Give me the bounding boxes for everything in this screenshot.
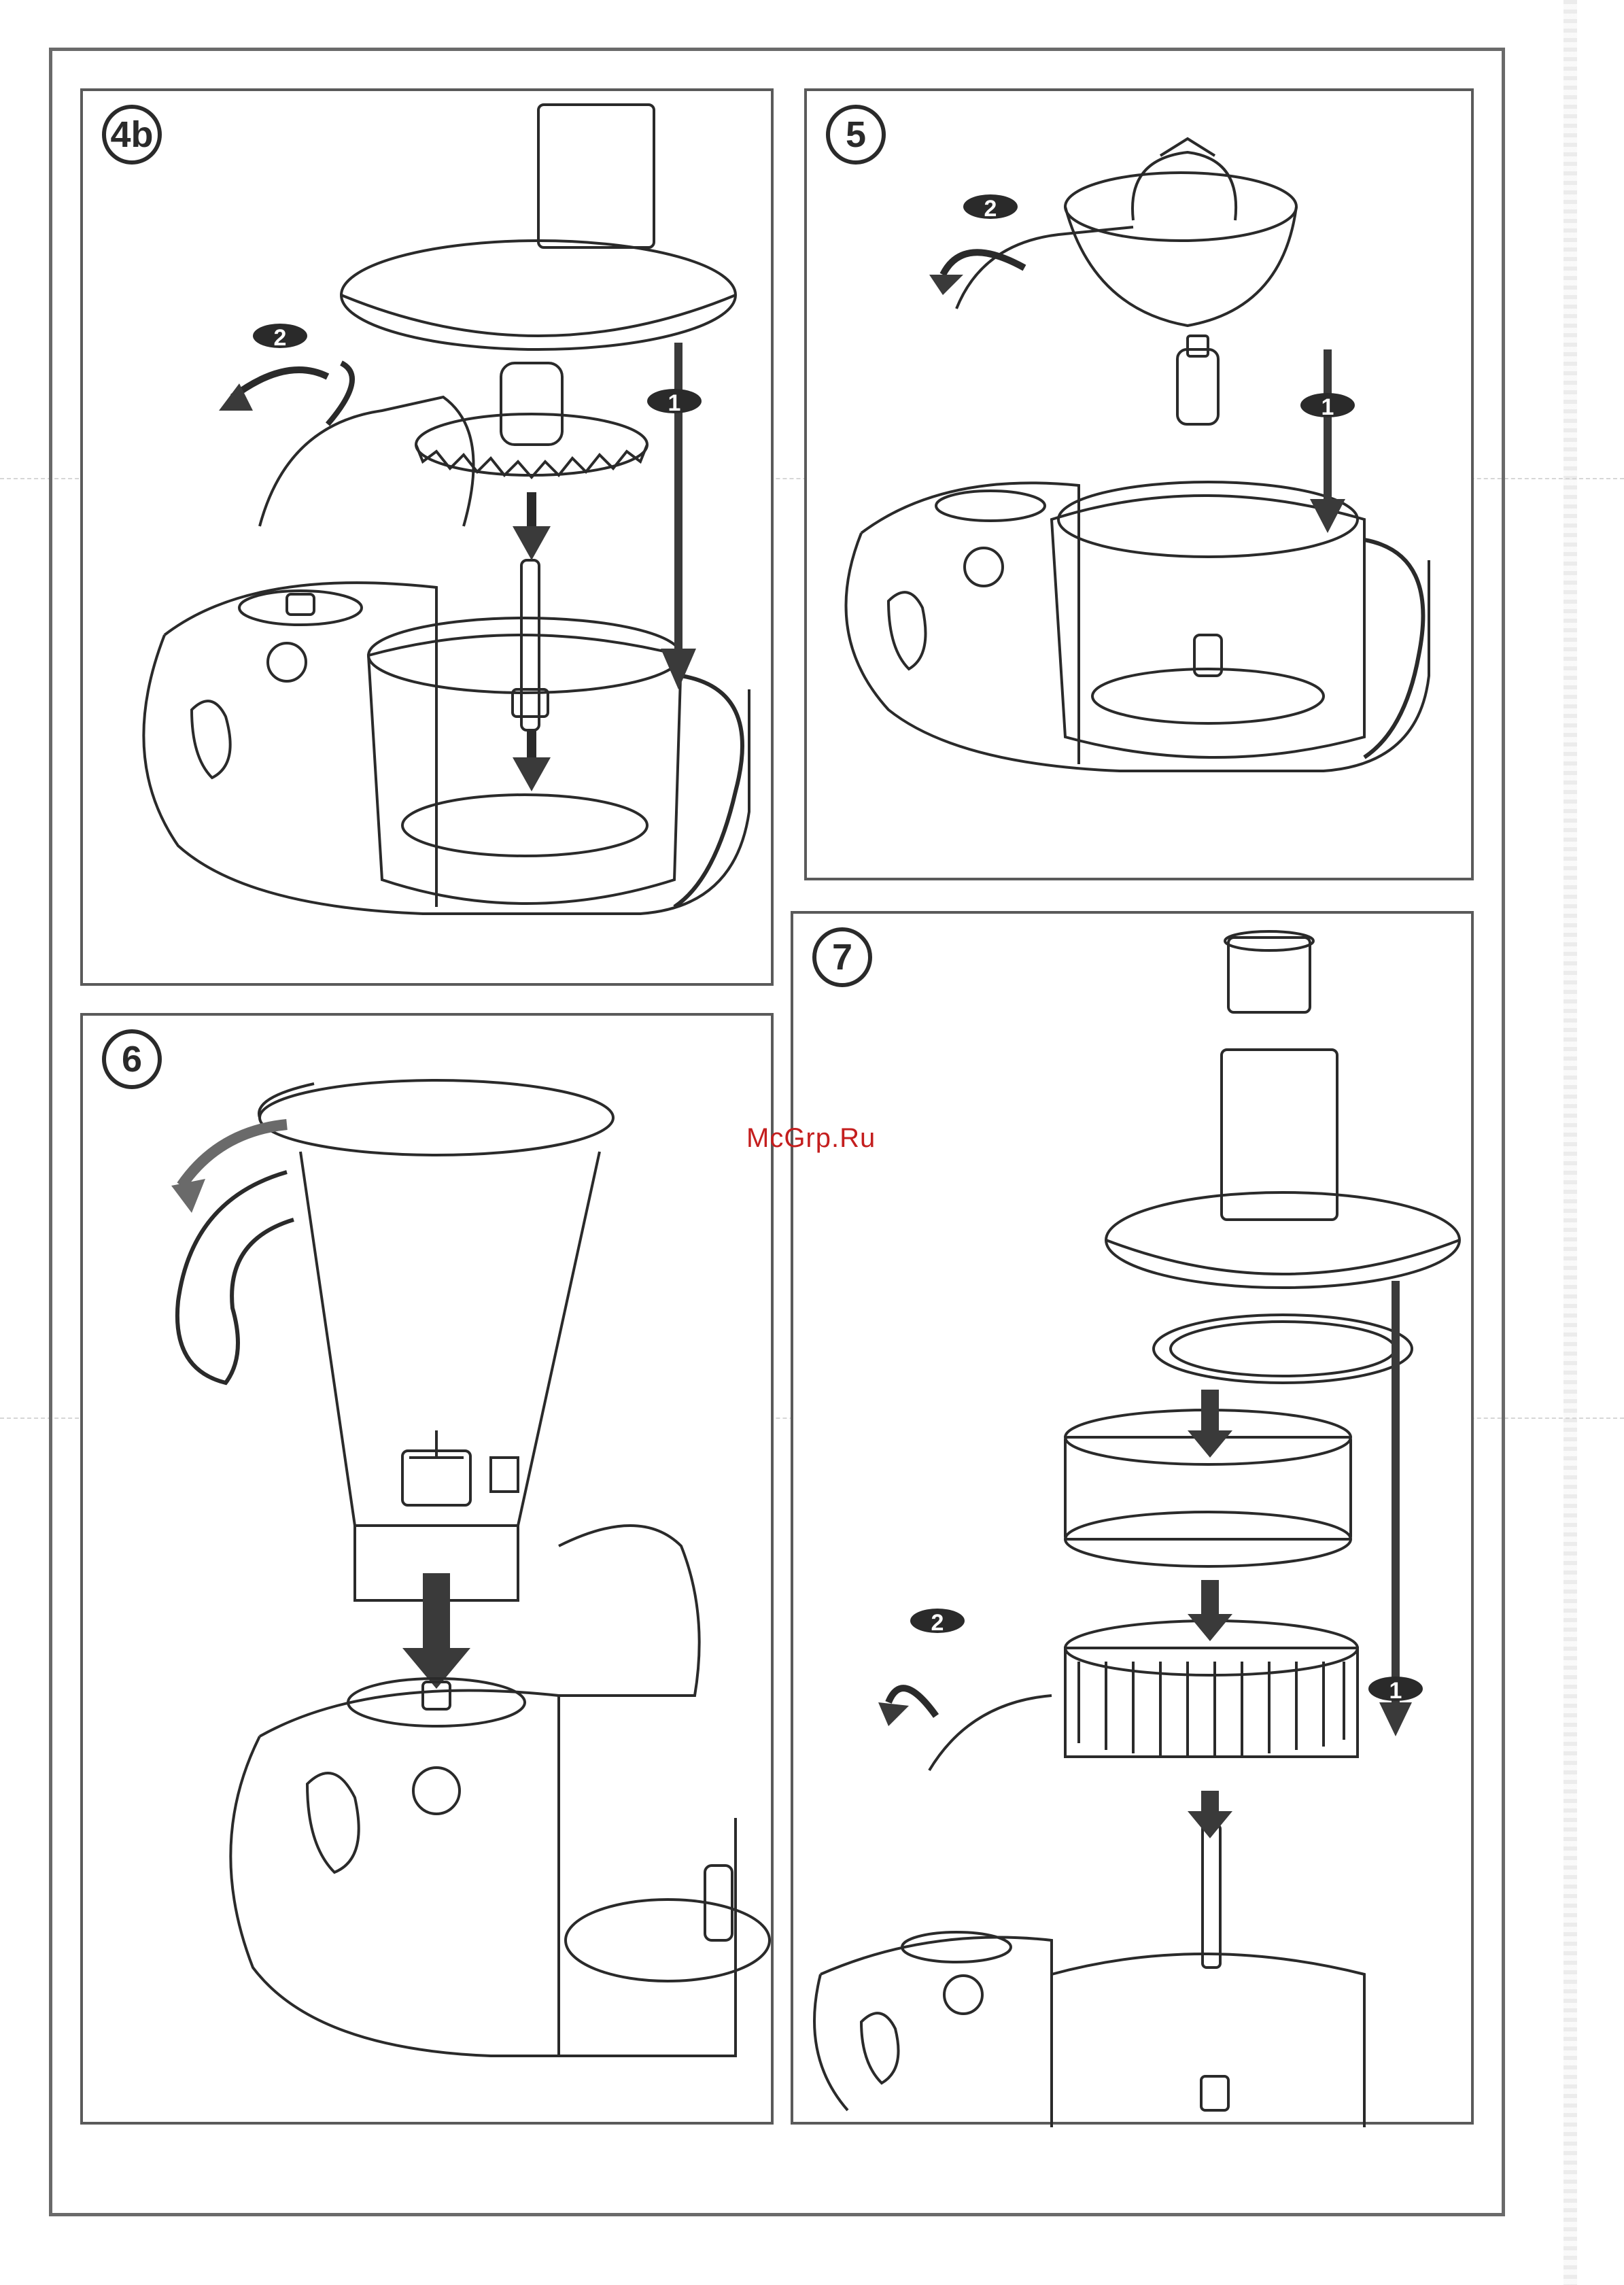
panel-4b: 4b 1: [80, 88, 774, 986]
blender-jug-illustration: [83, 1016, 776, 2127]
arrow-label-1: 1: [1321, 394, 1334, 420]
scan-edge-strip: [1563, 0, 1577, 2285]
arrow-label-1: 1: [1389, 1678, 1402, 1704]
sequence-badges-7: 1 2: [793, 914, 1476, 2127]
watermark-text: McGrp.Ru: [746, 1123, 876, 1154]
sequence-badges-5: 1 2: [807, 91, 1476, 883]
sequence-badges-4b: 1 2: [83, 91, 776, 989]
arrow-label-1: 1: [668, 390, 681, 416]
panel-5: 5 1 2: [804, 88, 1474, 880]
arrow-label-2: 2: [274, 325, 287, 351]
arrow-label-2: 2: [931, 1610, 944, 1636]
panel-7: 7 1 2: [791, 911, 1474, 2125]
panel-6: 6: [80, 1013, 774, 2125]
arrow-label-2: 2: [984, 196, 997, 222]
